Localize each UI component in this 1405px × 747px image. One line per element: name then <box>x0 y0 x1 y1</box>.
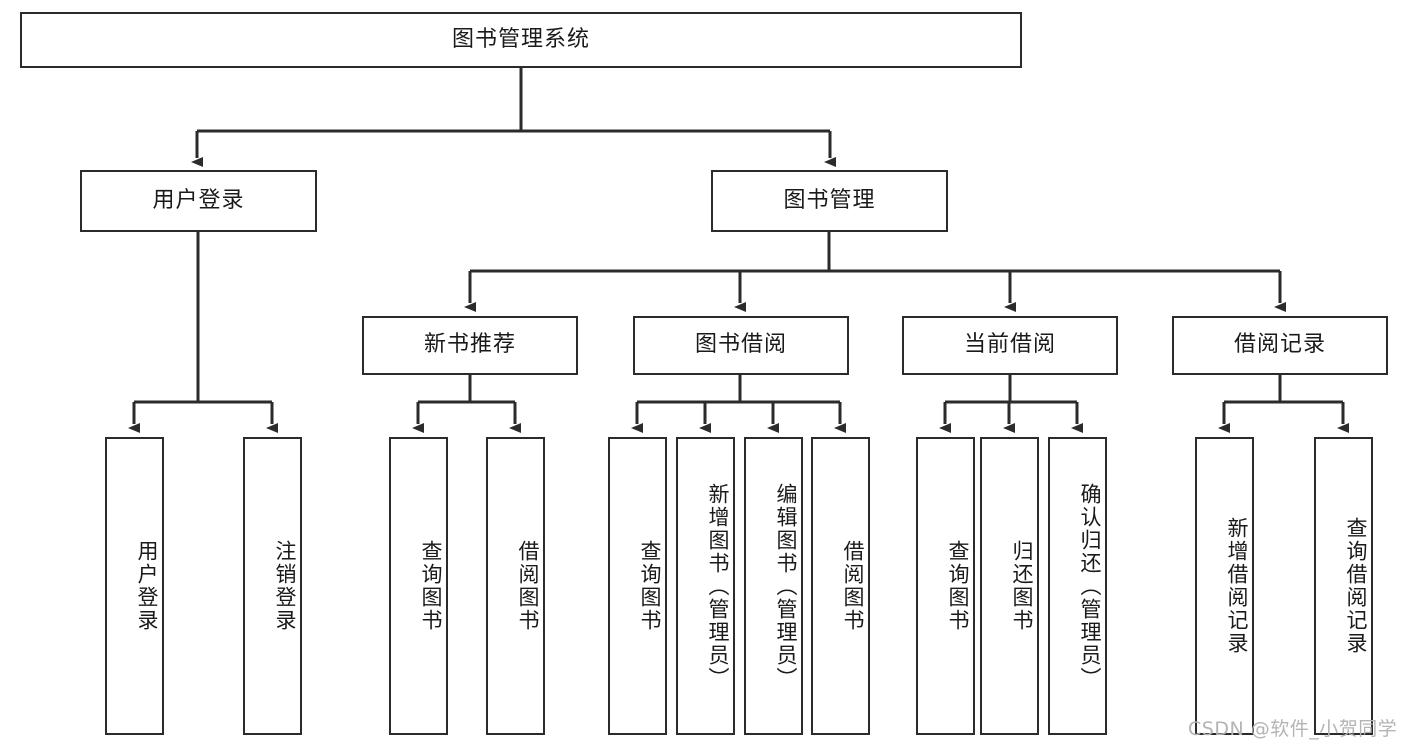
leaf-new-book-borrow-label: 借阅图书 <box>516 540 540 632</box>
leaf-new-book-query-label: 查询图书 <box>419 540 443 632</box>
node-current-borrow-label: 当前借阅 <box>963 332 1056 358</box>
leaf-borrow-add-book[interactable]: 新增图书（管理员） <box>676 437 735 735</box>
leaf-user-login-logout[interactable]: 注销登录 <box>243 437 302 735</box>
leaf-current-confirm-return-label: 确认归还（管理员） <box>1078 482 1102 690</box>
leaf-current-return-book-label: 归还图书 <box>1010 540 1034 632</box>
leaf-current-return-book[interactable]: 归还图书 <box>980 437 1039 735</box>
leaf-new-book-query[interactable]: 查询图书 <box>389 437 448 735</box>
leaf-user-login-login-label: 用户登录 <box>135 540 159 632</box>
leaf-record-add-record[interactable]: 新增借阅记录 <box>1195 437 1254 735</box>
leaf-new-book-borrow[interactable]: 借阅图书 <box>486 437 545 735</box>
leaf-user-login-logout-label: 注销登录 <box>273 540 297 632</box>
leaf-user-login-login[interactable]: 用户登录 <box>105 437 164 735</box>
leaf-borrow-borrow-book-label: 借阅图书 <box>841 540 865 632</box>
node-borrow-record-label: 借阅记录 <box>1233 332 1326 358</box>
leaf-current-query-book-label: 查询图书 <box>946 540 970 632</box>
leaf-current-query-book[interactable]: 查询图书 <box>916 437 975 735</box>
leaf-borrow-borrow-book[interactable]: 借阅图书 <box>811 437 870 735</box>
node-root-label: 图书管理系统 <box>451 26 590 52</box>
leaf-borrow-add-book-label: 新增图书（管理员） <box>706 482 730 690</box>
node-user-login-label: 用户登录 <box>152 187 245 213</box>
leaf-borrow-query-book-label: 查询图书 <box>638 540 662 632</box>
node-borrow-record[interactable]: 借阅记录 <box>1172 316 1388 375</box>
leaf-borrow-edit-book-label: 编辑图书（管理员） <box>774 482 798 690</box>
leaf-borrow-edit-book[interactable]: 编辑图书（管理员） <box>744 437 803 735</box>
node-user-login[interactable]: 用户登录 <box>80 170 317 232</box>
node-book-management[interactable]: 图书管理 <box>711 170 948 232</box>
node-book-management-label: 图书管理 <box>783 187 876 213</box>
node-new-book-recommend-label: 新书推荐 <box>423 332 516 358</box>
leaf-record-add-record-label: 新增借阅记录 <box>1225 517 1249 655</box>
leaf-current-confirm-return[interactable]: 确认归还（管理员） <box>1048 437 1107 735</box>
node-book-borrow-label: 图书借阅 <box>694 332 787 358</box>
node-new-book-recommend[interactable]: 新书推荐 <box>362 316 578 375</box>
leaf-record-query-record-label: 查询借阅记录 <box>1344 517 1368 655</box>
node-book-borrow[interactable]: 图书借阅 <box>633 316 849 375</box>
node-current-borrow[interactable]: 当前借阅 <box>902 316 1118 375</box>
leaf-record-query-record[interactable]: 查询借阅记录 <box>1314 437 1373 735</box>
leaf-borrow-query-book[interactable]: 查询图书 <box>608 437 667 735</box>
node-root[interactable]: 图书管理系统 <box>20 12 1022 68</box>
